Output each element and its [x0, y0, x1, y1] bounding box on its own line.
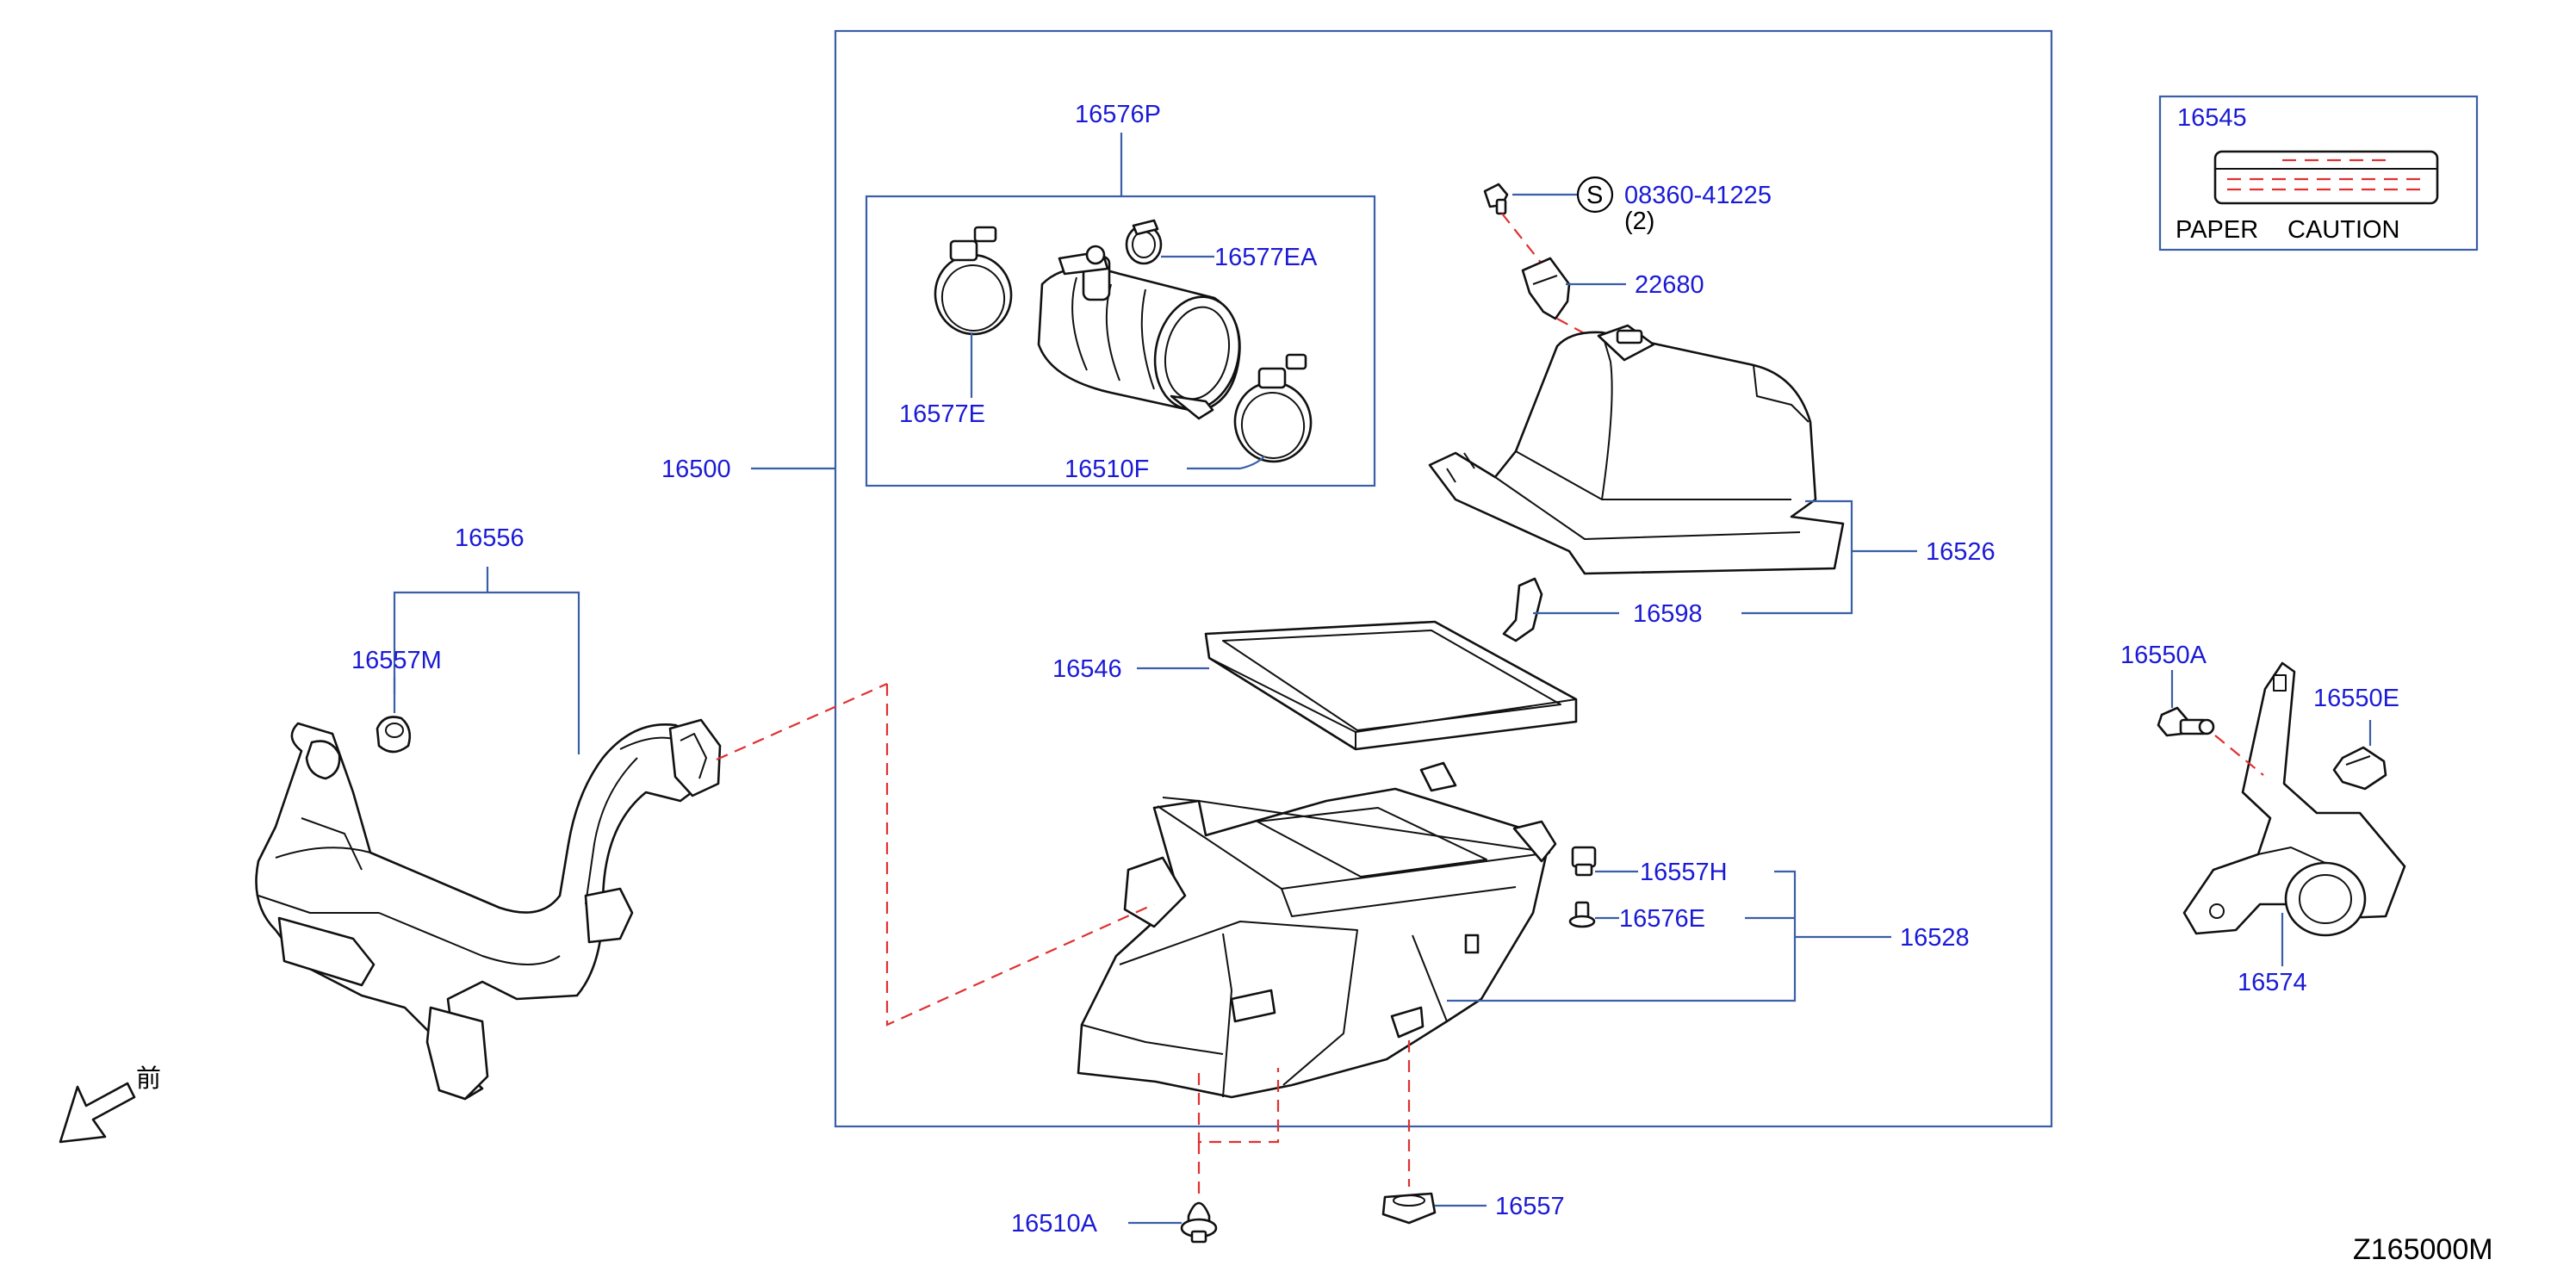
air-cleaner-case-16528-drawing — [1077, 761, 1557, 1099]
label-16556[interactable]: 16556 — [455, 524, 525, 552]
label-16557H[interactable]: 16557H — [1640, 859, 1728, 886]
leader-16526 — [1741, 499, 1853, 615]
label-16576E[interactable]: 16576E — [1619, 905, 1705, 933]
collar-16576E-drawing — [1568, 901, 1596, 928]
air-cleaner-cover-16526-drawing — [1428, 324, 1845, 575]
grommet-16557-drawing — [1381, 1192, 1437, 1225]
bolt-16550A-drawing — [2157, 706, 2215, 737]
caution-label-drawing — [2213, 150, 2439, 205]
label-16577EA[interactable]: 16577EA — [1214, 244, 1318, 271]
air-filter-element-16546-drawing — [1204, 620, 1578, 751]
label-16528[interactable]: 16528 — [1900, 924, 1970, 952]
clamp-16577EA-drawing — [1125, 219, 1163, 265]
label-16598[interactable]: 16598 — [1633, 600, 1703, 628]
label-16550E[interactable]: 16550E — [2313, 685, 2399, 712]
label-16546[interactable]: 16546 — [1052, 655, 1122, 683]
label-16574[interactable]: 16574 — [2238, 969, 2307, 996]
label-16557[interactable]: 16557 — [1495, 1193, 1565, 1220]
caution-label-frame — [2158, 95, 2479, 251]
label-16576P[interactable]: 16576P — [1075, 101, 1161, 128]
inlet-duct-16556-drawing — [255, 718, 722, 1101]
assembly-frame-16500 — [834, 29, 2053, 1128]
bolt-08360-41225-drawing — [1483, 183, 1509, 215]
label-16500[interactable]: 16500 — [661, 456, 731, 483]
label-16557M[interactable]: 16557M — [351, 647, 442, 674]
clamp-16510F-drawing — [1233, 353, 1313, 463]
hidden-line-duct — [716, 682, 888, 761]
hidden-line-16510A — [1197, 1068, 1280, 1144]
front-direction-arrow — [59, 1082, 136, 1144]
label-08360-41225[interactable]: 08360-41225 — [1624, 182, 1772, 209]
label-22680[interactable]: 22680 — [1635, 271, 1704, 299]
bracket-16574-drawing — [2182, 661, 2406, 937]
hidden-line-duct-2 — [885, 684, 1155, 1027]
caution-label-caution: CAUTION — [2287, 216, 2400, 244]
s-mark: S — [1586, 182, 1603, 209]
label-16510F[interactable]: 16510F — [1065, 456, 1149, 483]
hidden-line-bolt — [1501, 213, 1542, 264]
grommet-16557H-drawing — [1571, 846, 1597, 877]
pin-16510A-drawing — [1180, 1201, 1218, 1244]
label-16545[interactable]: 16545 — [2177, 104, 2247, 132]
leader-16510F-curve — [1239, 456, 1265, 470]
label-16577E[interactable]: 16577E — [899, 400, 985, 428]
clamp-16577E-drawing — [934, 226, 1013, 336]
hidden-line-16550A — [2214, 735, 2264, 776]
diagram-number: Z165000M — [2353, 1233, 2493, 1266]
label-16550A[interactable]: 16550A — [2120, 642, 2207, 669]
grommet-16557M-drawing — [376, 716, 412, 754]
caution-label-paper: PAPER — [2176, 216, 2258, 244]
clip-16550E-drawing — [2332, 746, 2387, 791]
label-16526[interactable]: 16526 — [1926, 538, 1996, 566]
clip-16598-drawing — [1502, 577, 1543, 642]
front-marker: 前 — [136, 1064, 161, 1093]
s-mark-circle — [1576, 176, 1614, 214]
hidden-line-sensor — [1556, 318, 1599, 342]
qty-08360-41225: (2) — [1624, 208, 1654, 235]
sensor-22680-drawing — [1521, 257, 1571, 320]
label-16510A[interactable]: 16510A — [1011, 1210, 1098, 1238]
air-duct-drawing — [1037, 245, 1241, 420]
